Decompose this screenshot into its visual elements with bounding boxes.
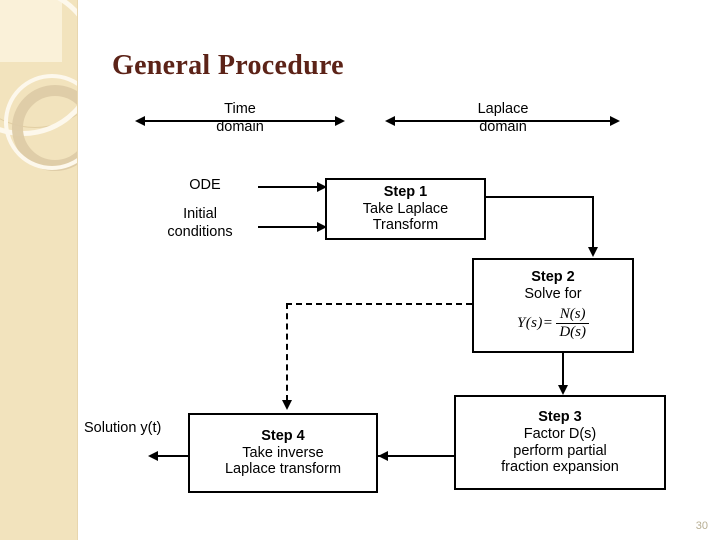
decorative-side-band: [0, 0, 78, 540]
ode-to-step1-arrowhead: [317, 182, 327, 192]
step1-to-step2-vertical: [592, 196, 594, 248]
step1-to-step2-arrowhead: [588, 247, 598, 257]
ode-label: ODE: [160, 176, 250, 194]
step4-to-solution-arrowhead: [148, 451, 158, 461]
step-4-line-1: Take inverse: [242, 444, 324, 461]
laplace-domain-label-line2: domain: [479, 119, 527, 136]
dashed-feedback-horizontal: [286, 303, 472, 305]
laplace-domain-label-line1: Laplace: [477, 101, 529, 117]
initial-conditions-to-step1-arrowhead: [317, 222, 327, 232]
ode-label-text: ODE: [189, 177, 221, 193]
initial-conditions-label: Initial conditions: [150, 205, 250, 241]
page-number: 30: [695, 520, 708, 532]
solution-label: Solution y(t): [84, 420, 162, 436]
equation-lhs: Y(s)=: [517, 315, 554, 332]
laplace-domain-arrow-shaft: [395, 120, 610, 122]
initial-conditions-line2: conditions: [167, 224, 233, 241]
step1-to-step2-horizontal: [486, 196, 594, 198]
initial-conditions-to-step1-shaft: [258, 226, 320, 228]
time-domain-label: Time domain: [195, 100, 285, 136]
step-2-equation: Y(s)= N(s) D(s): [517, 306, 589, 342]
step-4-line-2: Laplace transform: [224, 461, 342, 478]
step-2-title: Step 2: [531, 269, 575, 285]
step4-to-solution-shaft: [158, 455, 188, 457]
step-4-box[interactable]: Step 4 Take inverse Laplace transform: [188, 413, 378, 493]
equation-denominator: D(s): [556, 323, 589, 342]
step3-to-step4-horizontal: [378, 455, 456, 457]
laplace-domain-arrowhead-left: [385, 116, 395, 126]
laplace-domain-arrowhead-right: [610, 116, 620, 126]
equation-fraction: N(s) D(s): [556, 306, 589, 342]
initial-conditions-line1: Initial: [183, 206, 217, 222]
step-1-line-1: Take Laplace: [362, 200, 449, 217]
step-3-line-3: fraction expansion: [501, 459, 619, 476]
band-edge-divider: [77, 0, 78, 540]
step2-to-step3-arrowhead: [558, 385, 568, 395]
laplace-domain-label: Laplace domain: [458, 100, 548, 136]
time-domain-label-line2: domain: [216, 119, 264, 136]
step-1-title: Step 1: [383, 183, 428, 200]
white-ring-decoration-small: [4, 74, 78, 170]
dashed-feedback-arrowhead: [282, 400, 292, 410]
step-3-box[interactable]: Step 3 Factor D(s) perform partial fract…: [454, 395, 666, 490]
ode-to-step1-shaft: [258, 186, 320, 188]
step-3-title: Step 3: [538, 408, 582, 425]
step-1-box[interactable]: Step 1 Take Laplace Transform: [325, 178, 486, 240]
step-3-line-2: perform partial: [513, 442, 607, 459]
time-domain-arrow-shaft: [145, 120, 335, 122]
step-2-box[interactable]: Step 2 Solve for Y(s)= N(s) D(s): [472, 258, 634, 353]
dashed-feedback-vertical: [286, 303, 288, 401]
equation-numerator: N(s): [559, 305, 586, 322]
step3-to-step4-arrowhead: [378, 451, 388, 461]
page-title: General Procedure: [112, 50, 344, 81]
step-3-line-1: Factor D(s): [523, 425, 597, 442]
time-domain-arrowhead-right: [335, 116, 345, 126]
step-1-line-2: Transform: [372, 217, 439, 234]
step2-to-step3-vertical: [562, 353, 564, 386]
time-domain-label-line1: Time: [224, 101, 256, 117]
step-4-title: Step 4: [261, 427, 305, 444]
time-domain-arrowhead-left: [135, 116, 145, 126]
step-2-line-1: Solve for: [524, 285, 582, 302]
